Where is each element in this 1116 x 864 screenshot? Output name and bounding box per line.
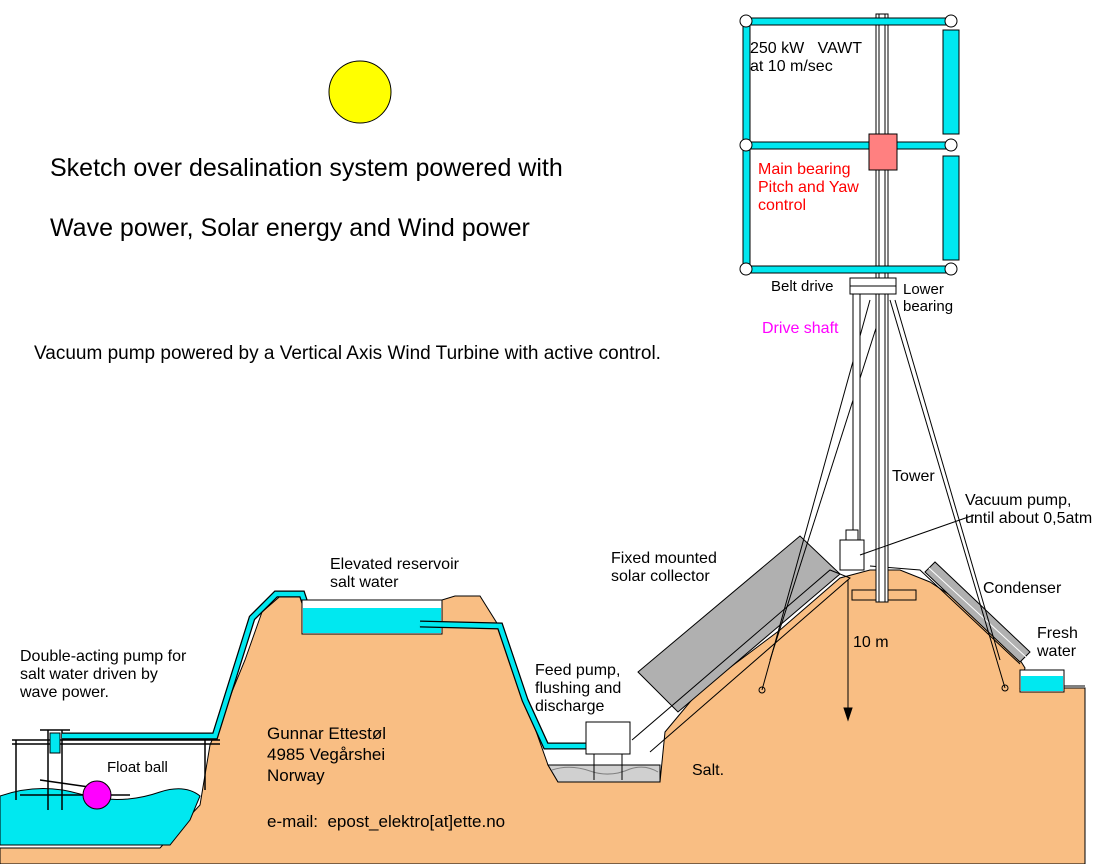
- tower-label: Tower: [892, 468, 935, 485]
- guy-wires: [758, 299, 1009, 694]
- main-bearing-label: Main bearing Pitch and Yaw control: [758, 161, 859, 214]
- float-ball-label: Float ball: [107, 759, 168, 776]
- feed-pump-label: Feed pump, flushing and discharge: [535, 662, 622, 715]
- height-label: 10 m: [853, 634, 889, 651]
- drive-shaft: [852, 281, 861, 545]
- belt-drive-label: Belt drive: [771, 278, 834, 295]
- subtitle: Vacuum pump powered by a Vertical Axis W…: [34, 343, 661, 364]
- vawt-rotor: [739, 14, 960, 276]
- salt-label: Salt.: [692, 762, 725, 779]
- float-ball: [82, 780, 112, 810]
- sun: [328, 60, 392, 124]
- author-address: 4985 Vegårshei: [267, 745, 386, 764]
- vacuum-pump-label: Vacuum pump, until about 0,5atm: [965, 492, 1093, 527]
- author-country: Norway: [267, 766, 325, 785]
- title-line-2: Wave power, Solar energy and Wind power: [50, 214, 530, 242]
- fresh-water-label: Fresh water: [1037, 625, 1078, 660]
- vapour-channel: [631, 569, 851, 753]
- author-email: e-mail: epost_elektro[at]ette.no: [267, 812, 506, 831]
- condenser-label: Condenser: [983, 580, 1062, 597]
- wave-pump-label: Double-acting pump for salt water driven…: [20, 648, 187, 701]
- main-bearing: [868, 133, 898, 171]
- reservoir-label: Elevated reservoir salt water: [330, 556, 459, 591]
- feed-pump-box: [585, 721, 631, 755]
- lower-bearing-label: Lower bearing: [903, 281, 954, 315]
- drive-shaft-label: Drive shaft: [762, 320, 839, 337]
- title-line-1: Sketch over desalination system powered …: [50, 154, 563, 182]
- pump-cylinder: [49, 732, 61, 754]
- height-marker: [843, 580, 853, 722]
- turbine-rating: 250 kW VAWT at 10 m/sec: [750, 40, 863, 75]
- sea-waves: [0, 788, 201, 846]
- author-name: Gunnar Ettestøl: [267, 724, 387, 743]
- tower: [875, 13, 889, 603]
- solar-collector-label: Fixed mounted solar collector: [611, 550, 717, 585]
